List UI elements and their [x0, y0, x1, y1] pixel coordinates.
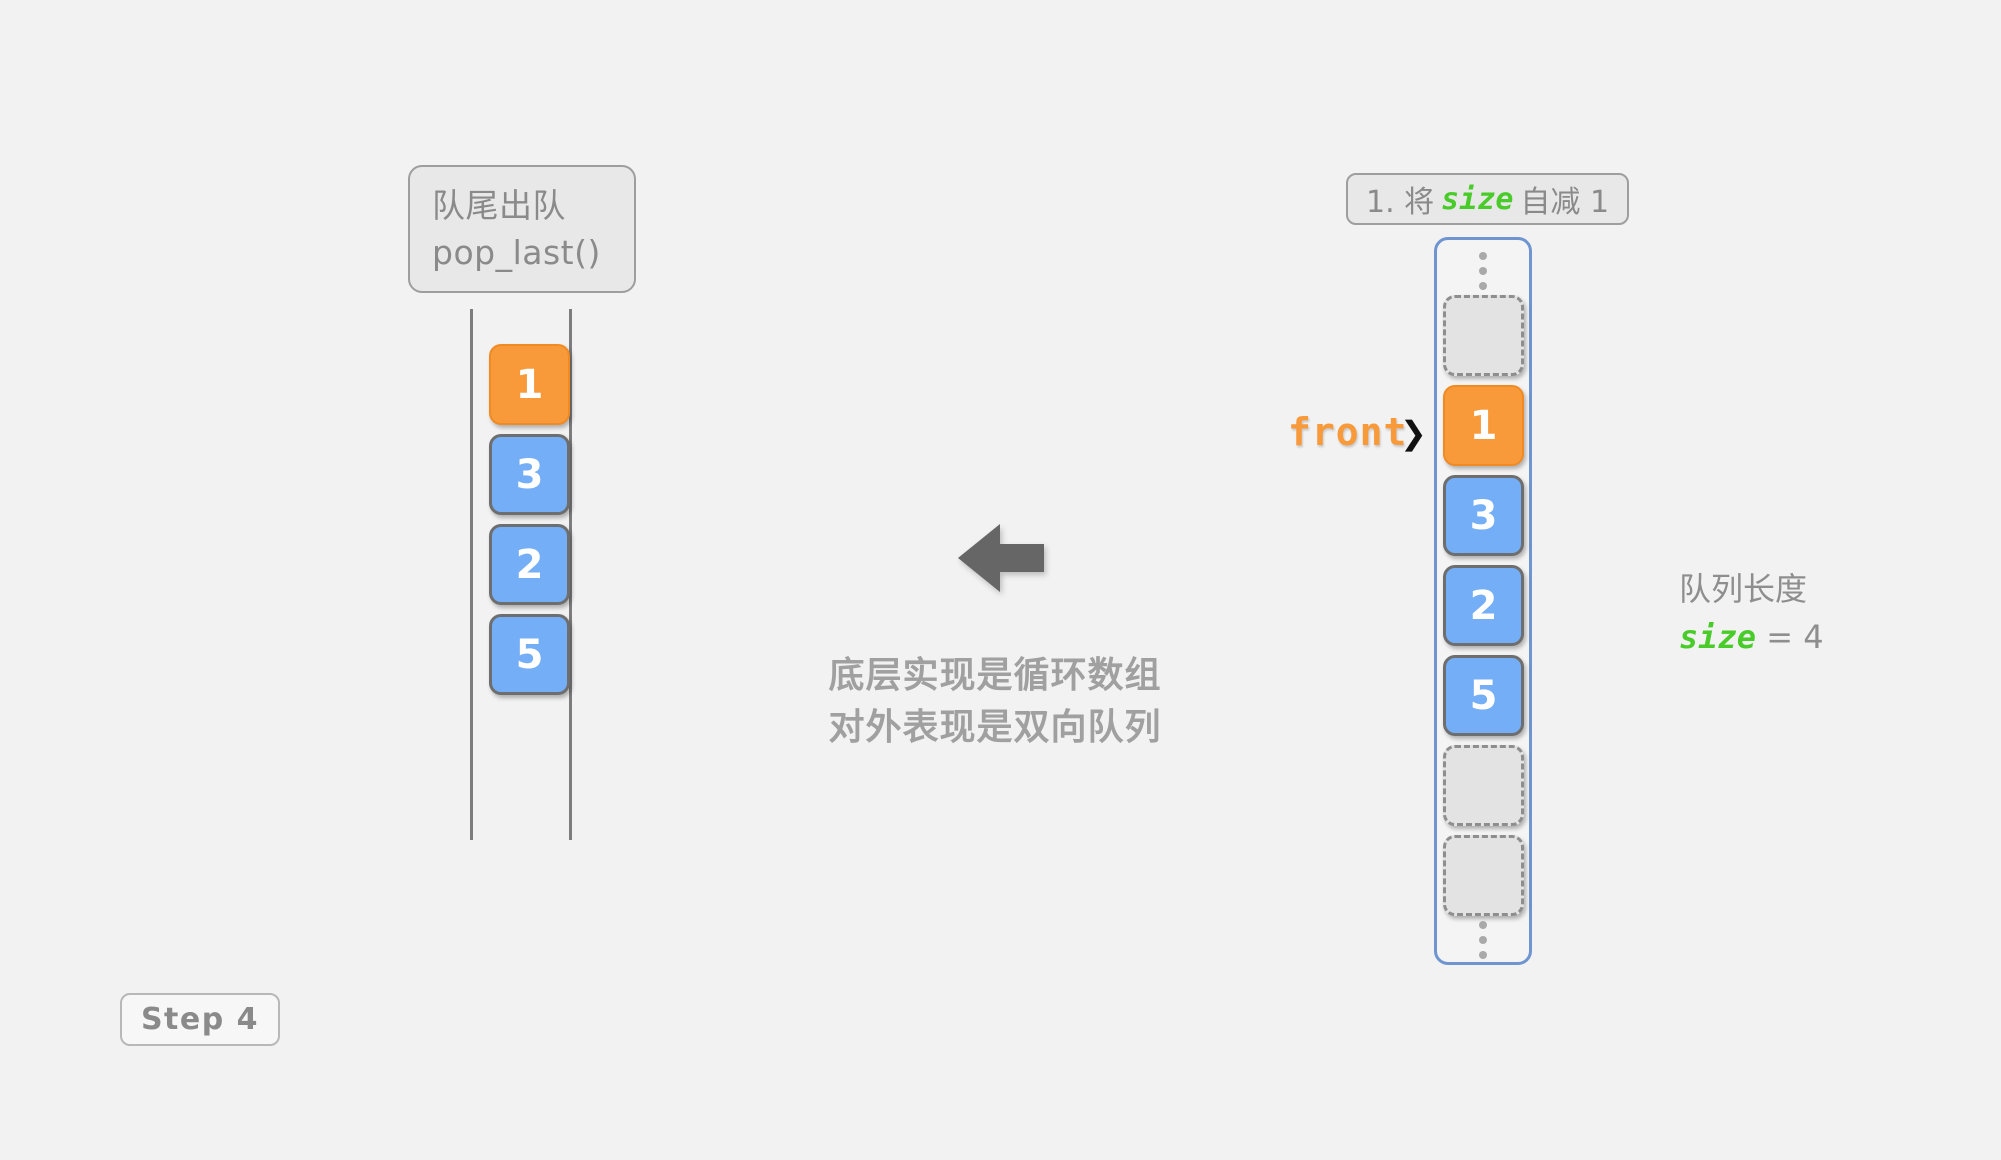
- deque-cell-3-value: 5: [515, 631, 544, 678]
- left-arrow-icon: [958, 524, 1044, 592]
- array-slot-6[interactable]: [1443, 835, 1524, 916]
- deque-cell-1[interactable]: 3: [489, 434, 570, 515]
- operation-label-line2: pop_last(): [432, 233, 601, 272]
- front-pointer-caret-icon: ❯: [1400, 414, 1427, 452]
- deque-cell-2-value: 2: [515, 541, 544, 588]
- array-slot-2[interactable]: 3: [1443, 475, 1524, 556]
- ellipsis-bottom-icon: [1479, 921, 1487, 959]
- caption: 底层实现是循环数组 对外表现是双向队列: [810, 650, 1180, 754]
- deque-cell-1-value: 3: [515, 451, 544, 498]
- step-note: 1. 将 size 自减 1: [1346, 173, 1630, 225]
- step-note-suffix: 自减 1: [1520, 185, 1610, 220]
- step-note-keyword: size: [1441, 181, 1514, 217]
- size-annotation: 队列长度 size = 4: [1679, 565, 1824, 661]
- front-pointer-label: front: [1288, 410, 1408, 454]
- array-slot-2-value: 3: [1469, 492, 1498, 539]
- step-badge: Step 4: [120, 993, 280, 1046]
- array-slot-3-value: 2: [1469, 582, 1498, 629]
- deque-cell-0[interactable]: 1: [489, 344, 570, 425]
- array-slot-3[interactable]: 2: [1443, 565, 1524, 646]
- deque-cell-0-value: 1: [515, 361, 544, 408]
- array-slot-4[interactable]: 5: [1443, 655, 1524, 736]
- step-badge-label: Step 4: [140, 1002, 260, 1037]
- array-slot-1[interactable]: 1: [1443, 385, 1524, 466]
- caption-line2: 对外表现是双向队列: [828, 707, 1162, 748]
- array-slot-0[interactable]: [1443, 295, 1524, 376]
- deque-cell-2[interactable]: 2: [489, 524, 570, 605]
- array-slot-4-value: 5: [1469, 672, 1498, 719]
- size-keyword: size: [1679, 618, 1757, 656]
- deque-cell-3[interactable]: 5: [489, 614, 570, 695]
- operation-label: 队尾出队 pop_last(): [408, 165, 636, 293]
- step-note-prefix: 1. 将: [1366, 185, 1435, 220]
- size-annotation-value: size = 4: [1679, 613, 1824, 661]
- size-annotation-title: 队列长度: [1679, 570, 1808, 608]
- ellipsis-top-icon: [1479, 252, 1487, 290]
- operation-label-line1: 队尾出队: [432, 186, 566, 225]
- size-equals: = 4: [1766, 618, 1824, 656]
- deque-rail-left: [470, 309, 473, 840]
- deque-rail-right: [569, 309, 572, 840]
- array-slot-5[interactable]: [1443, 745, 1524, 826]
- array-slot-1-value: 1: [1469, 402, 1498, 449]
- caption-line1: 底层实现是循环数组: [828, 655, 1162, 696]
